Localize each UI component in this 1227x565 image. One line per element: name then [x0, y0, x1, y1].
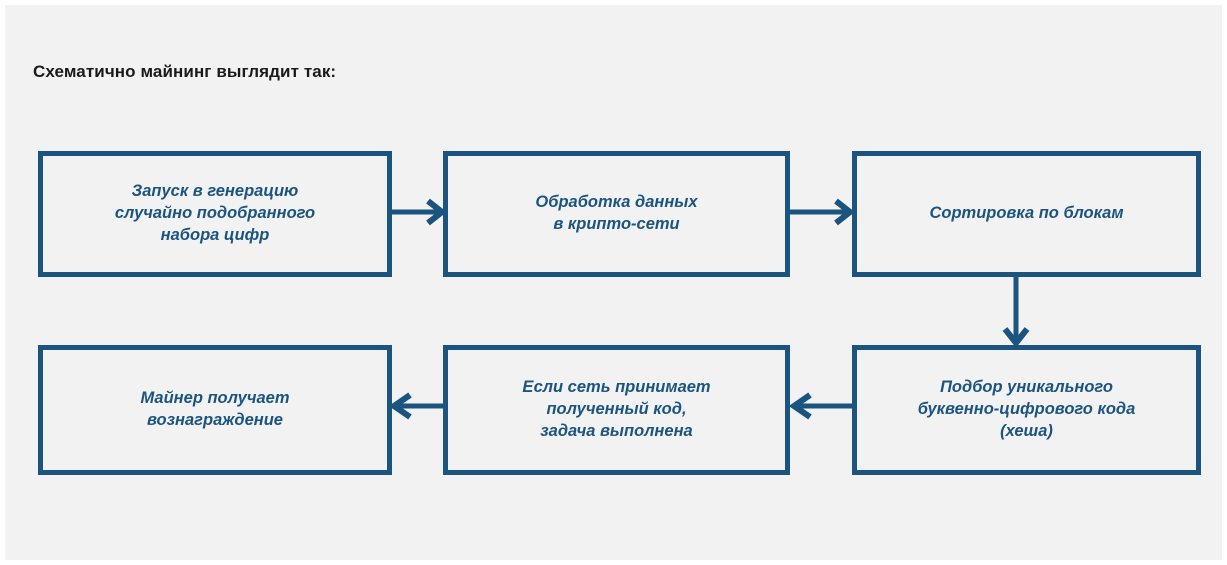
flow-node-2-label: Обработка данных в крипто-сети	[535, 193, 698, 233]
arrow-left-icon-node5-to-node6	[388, 392, 446, 420]
arrow-left-icon-node4-to-node5	[788, 392, 854, 420]
flow-node-5: Если сеть принимает полученный код, зада…	[443, 345, 790, 475]
diagram-canvas: Схематично майнинг выглядит так: Запуск …	[5, 5, 1222, 560]
flow-node-3-label: Сортировка по блокам	[929, 204, 1124, 223]
page-title: Схематично майнинг выглядит так:	[33, 62, 337, 81]
flow-node-2: Обработка данных в крипто-сети	[443, 151, 790, 277]
flow-node-6: Майнер получает вознаграждение	[38, 345, 392, 475]
flow-node-4-label: Подбор уникального буквенно-цифрового ко…	[917, 378, 1136, 440]
arrow-right-icon-node2-to-node3	[788, 198, 855, 226]
flow-node-6-label: Майнер получает вознаграждение	[140, 389, 290, 429]
flow-node-1-label: Запуск в генерацию случайно подобранного…	[114, 182, 316, 244]
flow-node-1: Запуск в генерацию случайно подобранного…	[38, 151, 392, 277]
arrow-right-icon-node1-to-node2	[390, 198, 447, 226]
arrow-down-icon-node3-to-node4	[1002, 275, 1030, 348]
flow-node-4: Подбор уникального буквенно-цифрового ко…	[852, 345, 1201, 475]
flow-node-3: Сортировка по блокам	[852, 151, 1201, 277]
flow-node-5-label: Если сеть принимает полученный код, зада…	[522, 378, 711, 440]
